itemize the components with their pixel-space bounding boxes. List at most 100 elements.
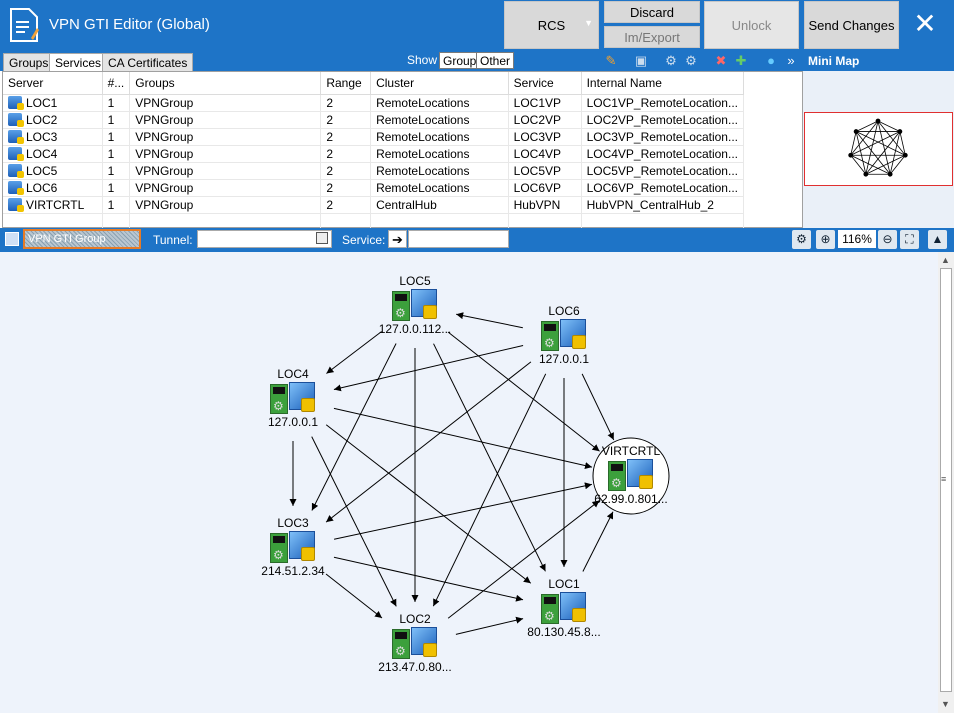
vpn-group-field[interactable]: VPN GTI Group xyxy=(23,229,141,249)
select-icon[interactable]: ▣ xyxy=(634,53,648,68)
zoom-in-icon[interactable]: ⊕ xyxy=(816,230,835,249)
close-icon[interactable]: ✕ xyxy=(913,8,937,39)
settings-alt-icon[interactable]: ⚙ xyxy=(685,53,697,68)
add-server-icon[interactable]: ✚ xyxy=(735,53,747,68)
tab-groups[interactable]: Groups xyxy=(3,53,55,71)
tunnel-edge[interactable] xyxy=(333,482,592,540)
column-header-number[interactable]: #... xyxy=(102,72,131,95)
server-node[interactable]: LOC4127.0.0.1 xyxy=(250,367,336,429)
tunnel-edge[interactable] xyxy=(455,616,524,635)
server-node[interactable]: VIRTCRTL62.99.0.801... xyxy=(588,444,674,506)
server-node[interactable]: LOC2213.47.0.80... xyxy=(372,612,458,674)
tunnel-edge[interactable] xyxy=(311,343,397,511)
table-empty-row xyxy=(3,213,745,231)
server-cell: LOC6 xyxy=(3,179,103,197)
collapse-icon[interactable]: ▲ xyxy=(928,230,947,249)
scroll-up-icon[interactable]: ▲ xyxy=(941,255,950,265)
server-icon xyxy=(8,95,24,110)
tunnel-edge[interactable] xyxy=(582,511,614,572)
server-node[interactable]: LOC180.130.45.8... xyxy=(521,577,607,639)
minimap-edge xyxy=(855,131,906,156)
column-header-service[interactable]: Service xyxy=(508,72,582,95)
tunnel-edge[interactable] xyxy=(333,556,524,602)
zoom-out-icon[interactable]: ⊖ xyxy=(878,230,897,249)
tab-ca-certificates[interactable]: CA Certificates xyxy=(102,53,194,71)
tunnel-edge[interactable] xyxy=(447,331,600,452)
internal-name-cell: LOC1VP_RemoteLocation... xyxy=(581,94,745,112)
remove-server-icon[interactable]: ✖ xyxy=(715,53,727,68)
service-cell: HubVPN xyxy=(508,196,582,214)
minimap-edge xyxy=(865,120,879,175)
services-table[interactable]: Server #... Groups Range Cluster Service… xyxy=(2,71,803,231)
globe-icon[interactable]: ● xyxy=(767,53,775,68)
number-cell: 1 xyxy=(102,196,131,214)
column-header-range[interactable]: Range xyxy=(320,72,372,95)
node-name: LOC2 xyxy=(399,612,431,626)
tunnel-edge[interactable] xyxy=(333,345,524,392)
im-export-button[interactable]: Im/Export xyxy=(604,26,700,48)
tunnel-edge[interactable] xyxy=(456,312,523,329)
scroll-thumb[interactable] xyxy=(940,268,952,692)
minimap-panel[interactable] xyxy=(803,71,954,228)
topology-canvas[interactable]: LOC5127.0.0.112... LOC6127.0.0.1LOC4127.0… xyxy=(0,252,954,713)
arrow-right-icon[interactable]: ➔ xyxy=(388,230,407,248)
lock-icon xyxy=(639,475,653,489)
vertical-scrollbar[interactable]: ▲ ≡ ▼ xyxy=(938,252,954,713)
send-changes-button[interactable]: Send Changes xyxy=(804,1,899,49)
cluster-cell: RemoteLocations xyxy=(370,94,509,112)
tab-services[interactable]: Services xyxy=(49,53,108,71)
server-icon xyxy=(8,163,24,178)
tunnel-edge[interactable] xyxy=(447,500,600,619)
tunnel-edge[interactable] xyxy=(433,343,546,572)
group-view-icon[interactable] xyxy=(5,232,19,246)
service-cell: LOC2VP xyxy=(508,111,582,129)
chevron-down-icon: ▼ xyxy=(584,18,593,28)
scroll-down-icon[interactable]: ▼ xyxy=(941,699,950,709)
internal-name-cell: LOC3VP_RemoteLocation... xyxy=(581,128,745,146)
unlock-button[interactable]: Unlock xyxy=(704,1,799,49)
server-node[interactable]: LOC5127.0.0.112... xyxy=(372,274,458,336)
tunnel-edge[interactable] xyxy=(581,373,615,441)
column-header-internal-name[interactable]: Internal Name xyxy=(581,72,745,95)
server-node[interactable]: LOC6127.0.0.1 xyxy=(521,304,607,366)
edit-pencil-icon[interactable]: ✎ xyxy=(605,53,617,68)
service-input[interactable] xyxy=(408,230,509,248)
cluster-cell: RemoteLocations xyxy=(370,162,509,180)
zoom-level[interactable]: 116% xyxy=(838,230,876,248)
tunnel-edge[interactable] xyxy=(325,424,532,584)
rcs-button[interactable]: RCS▼ xyxy=(504,1,599,49)
server-name: LOC2 xyxy=(26,112,58,127)
tunnel-edge[interactable] xyxy=(325,361,532,523)
minimap-viewport[interactable] xyxy=(804,112,953,186)
tunnel-edge[interactable] xyxy=(311,436,397,607)
column-header-server[interactable]: Server xyxy=(3,72,103,95)
tunnel-edge[interactable] xyxy=(333,407,593,469)
show-group-button[interactable]: Group xyxy=(439,52,481,69)
server-icon xyxy=(8,146,24,161)
zoom-fit-icon[interactable]: ⛶ xyxy=(900,230,919,249)
discard-button[interactable]: Discard xyxy=(604,1,700,23)
server-node[interactable]: LOC3214.51.2.34 xyxy=(250,516,336,578)
internal-name-cell: LOC6VP_RemoteLocation... xyxy=(581,179,745,197)
service-cell: LOC6VP xyxy=(508,179,582,197)
tunnel-edge[interactable] xyxy=(325,573,383,619)
tunnel-edge[interactable] xyxy=(432,373,547,607)
column-header-groups[interactable]: Groups xyxy=(129,72,322,95)
tunnel-input[interactable] xyxy=(197,230,332,248)
column-header-cluster[interactable]: Cluster xyxy=(370,72,509,95)
number-cell: 1 xyxy=(102,145,131,163)
settings-icon[interactable]: ⚙ xyxy=(665,53,677,68)
tunnel-picker-icon[interactable] xyxy=(316,232,328,244)
layout-settings-icon[interactable]: ⚙ xyxy=(792,230,811,249)
expand-icon[interactable]: » xyxy=(787,53,795,68)
tunnel-edge[interactable] xyxy=(326,331,382,374)
server-node-icon xyxy=(270,382,316,414)
show-other-button[interactable]: Other xyxy=(476,52,515,69)
